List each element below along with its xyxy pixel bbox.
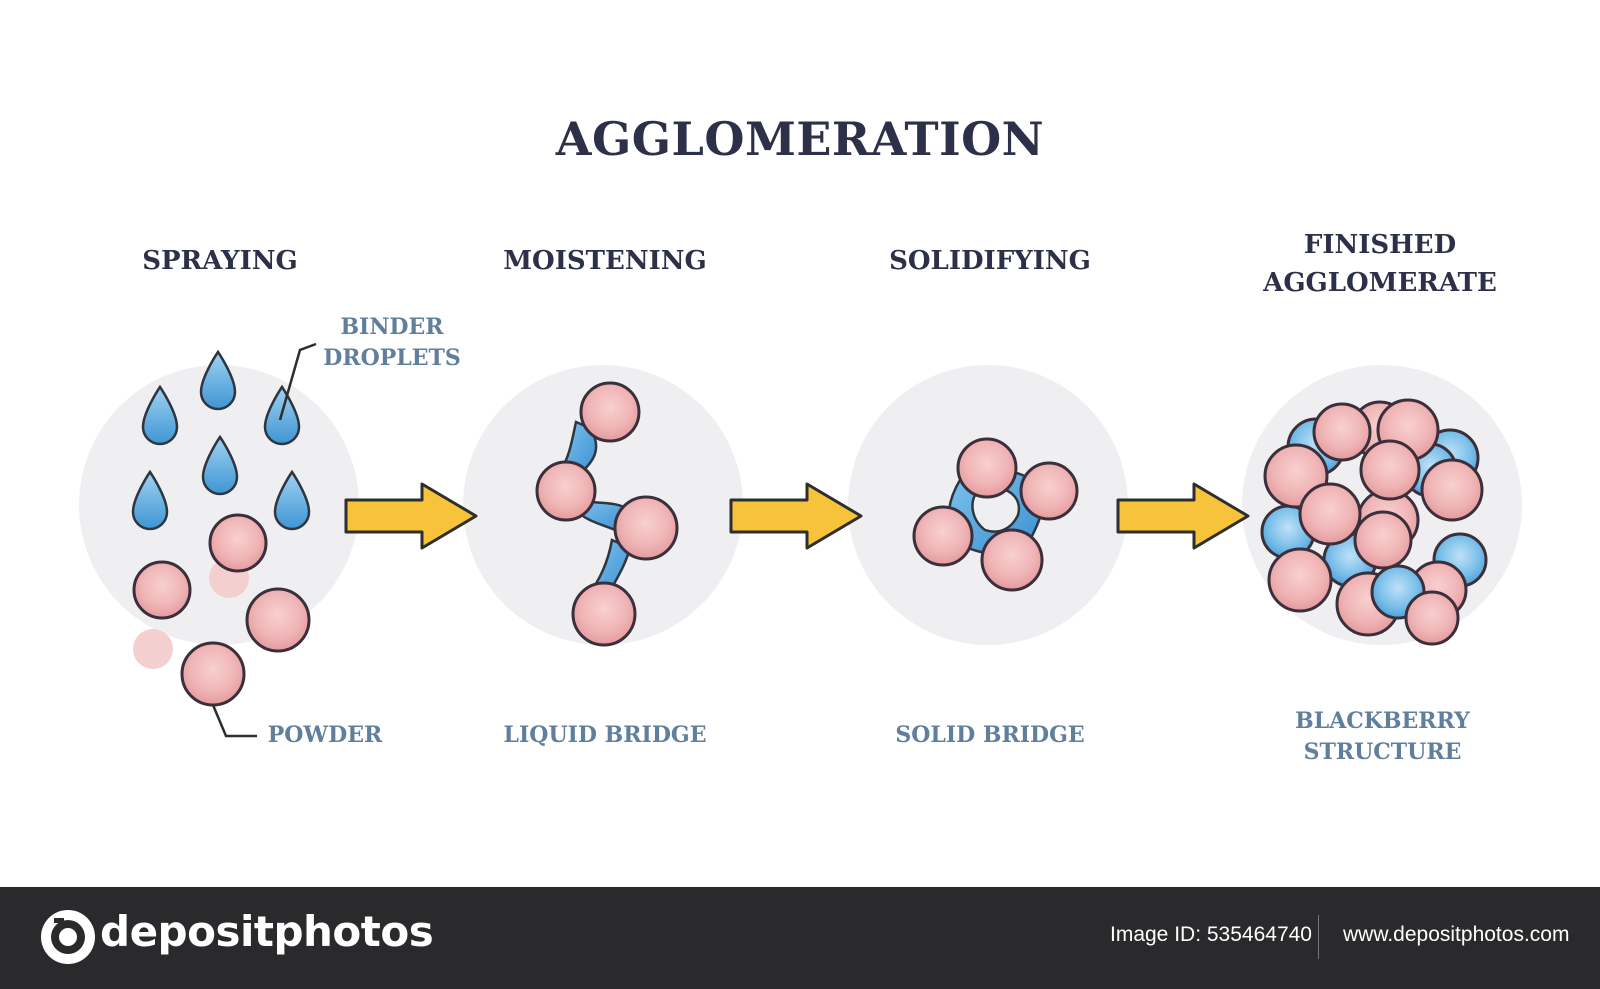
stage-circle-solidifying (848, 365, 1128, 645)
powder-leader-line (211, 704, 257, 738)
droplet-leader-line (278, 342, 317, 421)
stage-title-solidifying: SOLIDIFYING (889, 246, 1091, 276)
site-url: www.depositphotos.com (1343, 923, 1570, 946)
droplet-icon (141, 384, 179, 446)
droplet-icon (201, 434, 239, 496)
particle (535, 460, 597, 522)
arrow-icon (344, 482, 478, 550)
caption-blackberry-structure: BLACKBERRY STRUCTURE (1295, 708, 1470, 765)
stage-title-moistening: MOISTENING (503, 246, 707, 276)
caption-solid-bridge: SOLID BRIDGE (895, 722, 1085, 748)
particle (613, 495, 679, 561)
particle (579, 381, 641, 443)
particle-faded (133, 629, 173, 669)
droplet-icon (273, 469, 311, 531)
watermark-footer: depositphotos Image ID: 535464740 www.de… (0, 887, 1600, 989)
moistening-particles (535, 381, 679, 647)
particle (208, 513, 268, 573)
particle (571, 581, 637, 647)
particle (132, 560, 192, 620)
arrow-icon (729, 482, 863, 550)
image-id: Image ID: 535464740 (1110, 923, 1312, 946)
stage-title-spraying: SPRAYING (142, 246, 298, 276)
particle (980, 528, 1044, 592)
particle (1019, 461, 1079, 521)
binder-droplets-label: BINDER DROPLETS (323, 314, 461, 371)
camera-logo-icon (41, 910, 95, 964)
caption-powder: POWDER (267, 722, 383, 748)
brand-name: depositphotos (100, 907, 434, 956)
diagram-title: AGGLOMERATION (555, 112, 1045, 166)
blackberry-agglomerate (1260, 398, 1488, 646)
solidifying-particles (912, 437, 1079, 592)
particle (180, 641, 246, 707)
particle (245, 587, 311, 653)
droplet-icon (131, 469, 169, 531)
diagram-canvas (79, 342, 1522, 738)
stage-title-finished: FINISHED AGGLOMERATE (1263, 230, 1497, 298)
caption-liquid-bridge: LIQUID BRIDGE (503, 722, 707, 748)
droplet-icon (199, 349, 237, 411)
powder-particles (132, 513, 311, 707)
particle (956, 437, 1018, 499)
footer-divider (1318, 915, 1319, 959)
diagram: AGGLOMERATION SPRAYING MOISTENING SOLIDI… (79, 112, 1522, 765)
particle (912, 505, 974, 567)
binder-droplets (131, 349, 311, 531)
arrow-icon (1116, 482, 1250, 550)
